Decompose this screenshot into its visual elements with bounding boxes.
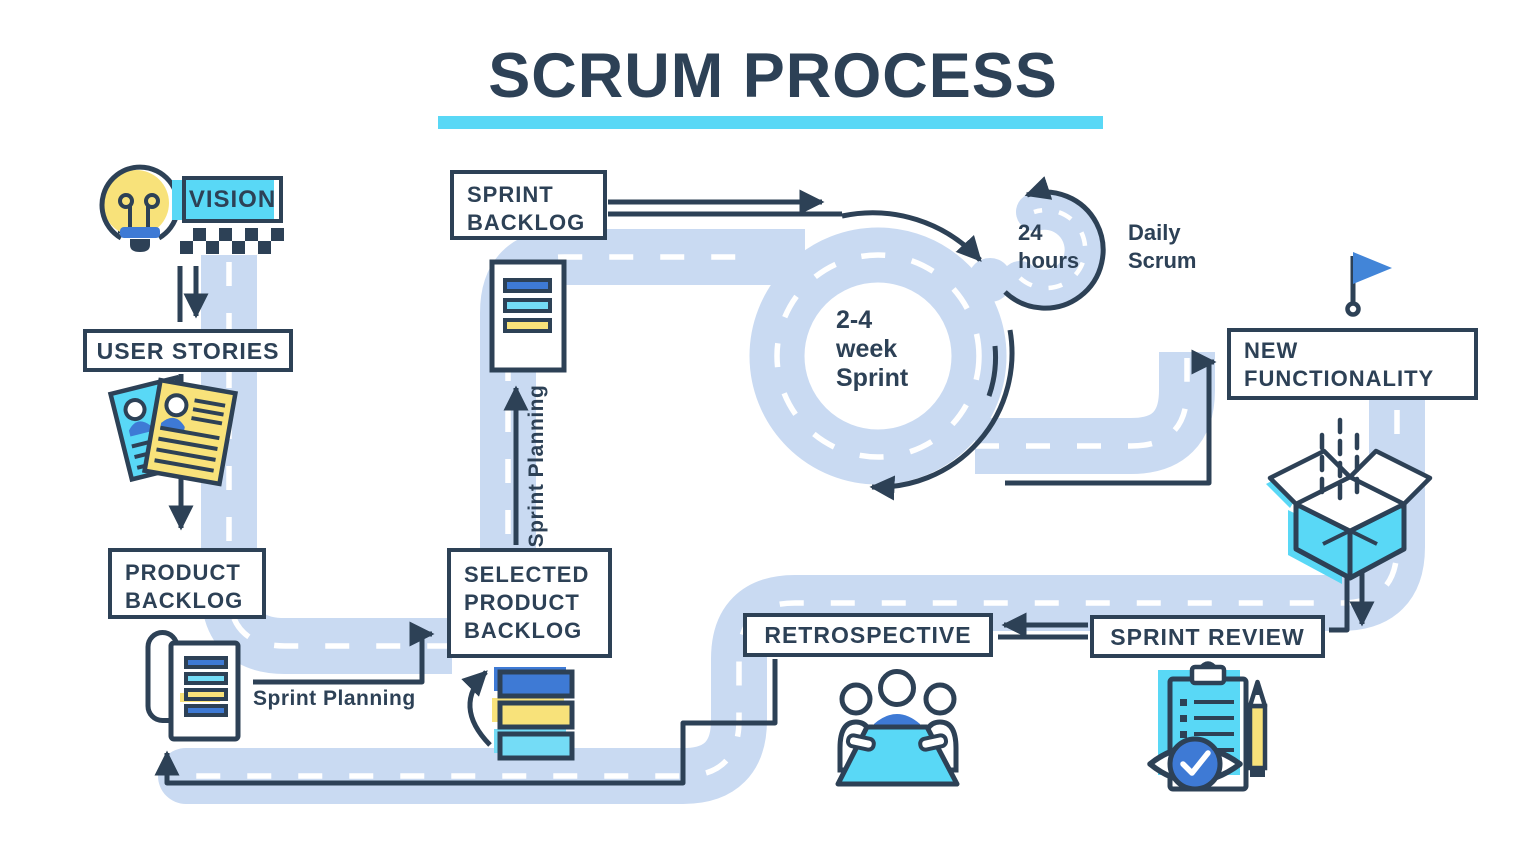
- daily-scrum-loop-road: [1001, 191, 1103, 308]
- vision-label: VISION: [188, 185, 277, 213]
- retrospective-meeting-icon: [835, 669, 960, 787]
- sprint-review-label: SPRINT REVIEW: [1110, 623, 1305, 650]
- road-junction: [968, 258, 1012, 302]
- vision-box: VISION: [182, 176, 283, 223]
- new-functionality-box: NEW FUNCTIONALITY: [1227, 328, 1478, 400]
- new-functionality-line1: NEW: [1244, 338, 1299, 363]
- daily-scrum-arc: [1003, 176, 1106, 311]
- daily-duration-label: 24 hours: [1018, 219, 1079, 275]
- user-story-cards-icon: [107, 374, 239, 487]
- arrow-loop-to-new-functionality: [1005, 349, 1217, 486]
- road-loop-to-new-functionality: [975, 352, 1215, 474]
- retrospective-label: RETROSPECTIVE: [764, 622, 972, 648]
- prioritized-backlog-icon: [461, 667, 575, 761]
- daily-duration-line2: hours: [1018, 248, 1080, 273]
- sprint-planning-label: Sprint Planning: [253, 687, 416, 710]
- lightbulb-icon: [99, 164, 181, 252]
- sprint-duration-line1: 2-4: [836, 306, 873, 334]
- sprint-loop-arc-bottom: [869, 329, 1015, 501]
- product-backlog-box: PRODUCT BACKLOG: [108, 548, 266, 619]
- selected-line3: BACKLOG: [464, 618, 583, 643]
- sprint-backlog-document-icon: [489, 259, 567, 373]
- user-stories-box: USER STORIES: [83, 329, 293, 372]
- retrospective-box: RETROSPECTIVE: [743, 613, 993, 657]
- selected-line1: SELECTED: [464, 562, 590, 587]
- product-backlog-line2: BACKLOG: [125, 588, 244, 613]
- title-underline: [438, 116, 1103, 129]
- cycle-arrow-icon: [461, 670, 492, 747]
- sprint-duration-line3: Sprint: [836, 364, 909, 392]
- sprint-loop-arc-inner: [986, 345, 999, 397]
- product-backlog-scroll-icon: [145, 630, 241, 742]
- release-box-icon: [1266, 417, 1433, 584]
- daily-scrum-line2: Scrum: [1128, 248, 1197, 273]
- pencil-icon: [1247, 679, 1268, 777]
- sprint-duration-line2: week: [836, 335, 898, 363]
- sprint-duration-label: 2-4 week Sprint: [836, 306, 908, 393]
- selected-product-backlog-box: SELECTED PRODUCT BACKLOG: [447, 548, 612, 658]
- daily-scrum-label: Daily Scrum: [1128, 219, 1196, 275]
- sprint-review-checklist-icon: [1147, 661, 1268, 792]
- selected-line2: PRODUCT: [464, 590, 580, 615]
- new-functionality-line2: FUNCTIONALITY: [1244, 366, 1435, 391]
- daily-duration-line1: 24: [1018, 220, 1043, 245]
- daily-scrum-line1: Daily: [1128, 220, 1181, 245]
- arrow-retrospective-return: [154, 659, 778, 786]
- checkered-flag-icon: [180, 228, 284, 254]
- page-title: SCRUM PROCESS: [488, 41, 1058, 111]
- vision-box-fill: [172, 180, 274, 220]
- sprint-planning-vertical-label: Sprint Planning: [525, 384, 548, 548]
- product-backlog-line1: PRODUCT: [125, 560, 241, 585]
- sprint-loop-arc-top: [841, 210, 982, 262]
- sprint-backlog-box: SPRINT BACKLOG: [450, 170, 607, 240]
- sprint-backlog-line2: BACKLOG: [467, 210, 586, 235]
- arrow-sprint-planning-to-selected: [253, 621, 435, 685]
- goal-flag-icon: [1345, 252, 1392, 317]
- user-stories-label: USER STORIES: [96, 337, 280, 364]
- sprint-review-box: SPRINT REVIEW: [1090, 615, 1325, 658]
- sprint-backlog-line1: SPRINT: [467, 182, 554, 207]
